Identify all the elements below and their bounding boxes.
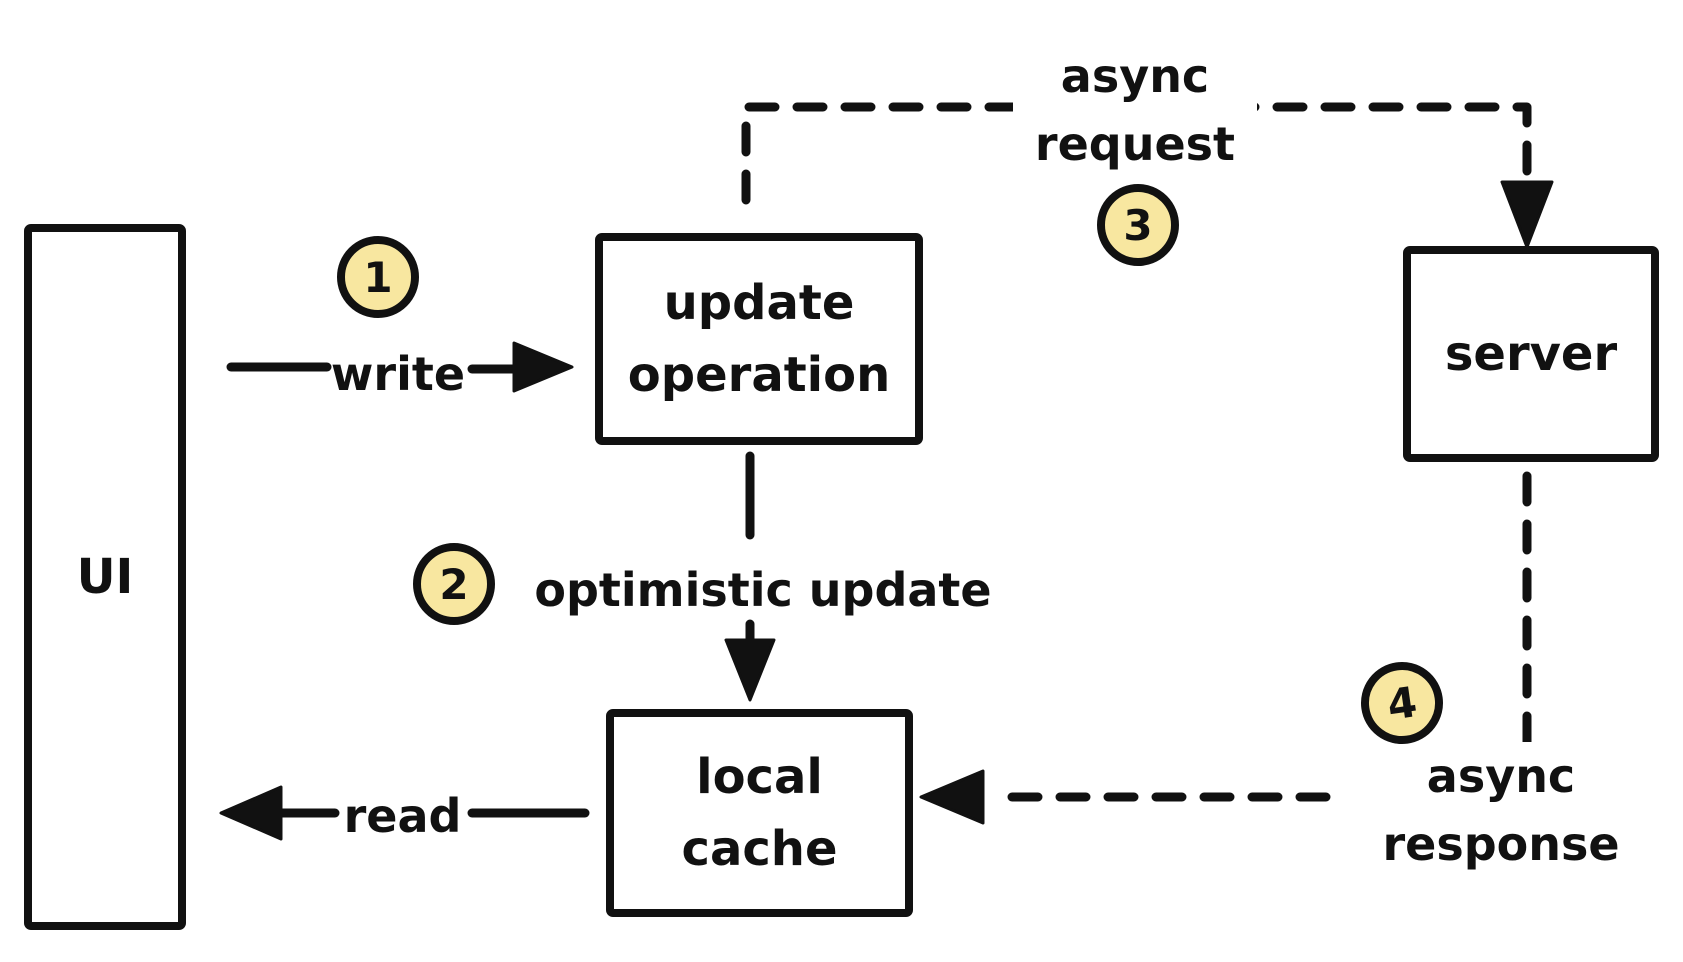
async-response-edge-label: async response [1340,742,1662,882]
step-badge-1: 1 [337,236,419,318]
write-arrow [226,341,574,393]
node-update-operation-line1: update [663,275,855,331]
async-response-label-line2: response [1382,817,1620,871]
node-server: server [1403,246,1659,462]
optimistic-update-arrowhead-icon [724,638,776,702]
node-local-cache-line2: cache [681,821,838,877]
node-local-cache-line1: local [696,749,823,805]
async-request-edge-label: async request [1013,42,1257,178]
node-local-cache: local cache [606,709,913,917]
async-request-label-line2: request [1034,117,1236,171]
optimistic-update-arrow [724,451,776,702]
async-response-label-line1: async [1426,749,1576,803]
node-server-label: server [1444,326,1618,382]
read-arrow [219,785,590,841]
async-request-arrowhead-icon [1500,180,1554,249]
step-badge-2: 2 [413,543,495,625]
node-update-operation-label: update operation [628,267,891,411]
async-request-label-line1: async [1060,49,1210,103]
write-arrowhead-icon [512,341,574,393]
write-edge-label: write [330,347,466,401]
step-badge-3: 3 [1097,184,1179,266]
node-update-operation-line2: operation [627,347,891,403]
node-update-operation: update operation [595,233,923,445]
node-local-cache-label: local cache [681,741,837,885]
optimistic-update-edge-label: optimistic update [534,563,992,617]
node-ui-label: UI [76,549,134,605]
node-ui: UI [24,224,186,930]
async-response-arrowhead-icon [919,769,985,825]
read-arrowhead-icon [219,785,283,841]
read-edge-label: read [343,789,462,843]
